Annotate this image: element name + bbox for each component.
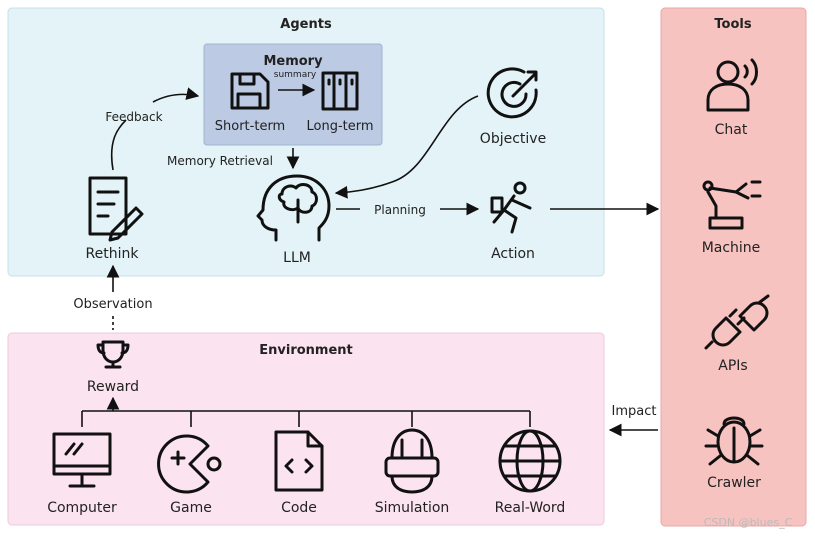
llm-label: LLM	[283, 250, 311, 266]
env-item-game: Game	[170, 500, 212, 516]
vr-headset-icon	[384, 428, 440, 494]
globe-icon	[498, 429, 562, 493]
speaking-person-icon	[706, 58, 758, 112]
tool-machine: Machine	[702, 240, 761, 256]
bug-icon	[704, 416, 764, 466]
tool-apis: APIs	[718, 358, 747, 374]
rethink-label: Rethink	[86, 246, 140, 262]
short-term-label: Short-term	[215, 119, 285, 134]
tools-title: Tools	[714, 17, 751, 32]
archive-shelf-icon	[321, 71, 359, 111]
robot-arm-icon	[702, 180, 762, 230]
trophy-icon	[96, 340, 130, 369]
env-item-code: Code	[281, 500, 317, 516]
reward-label: Reward	[87, 379, 139, 395]
pacman-icon	[157, 434, 222, 494]
environment-panel	[7, 332, 605, 526]
notepad-pencil-icon	[88, 176, 144, 242]
runner-icon	[490, 181, 532, 234]
tool-chat: Chat	[715, 122, 748, 138]
memory-summary-label: summary	[274, 70, 317, 80]
planning-label: Planning	[374, 203, 426, 217]
memory-box	[203, 43, 383, 146]
tool-crawler: Crawler	[707, 475, 761, 491]
memory-title: Memory	[263, 54, 323, 69]
environment-title: Environment	[259, 343, 353, 358]
watermark: CSDN @blues_C	[704, 516, 793, 529]
action-label: Action	[491, 246, 535, 262]
env-item-simulation: Simulation	[375, 500, 450, 516]
impact-label: Impact	[612, 404, 657, 419]
agents-title: Agents	[280, 17, 332, 32]
target-icon	[486, 67, 538, 119]
tools-panel	[660, 7, 807, 527]
long-term-label: Long-term	[306, 119, 373, 134]
feedback-label: Feedback	[105, 110, 162, 124]
plug-icon	[704, 294, 770, 350]
objective-label: Objective	[480, 131, 546, 147]
memory-retrieval-label: Memory Retrieval	[167, 154, 273, 168]
observation-label: Observation	[73, 297, 152, 312]
env-item-real-word: Real-Word	[495, 500, 566, 516]
code-file-icon	[274, 430, 324, 492]
env-item-computer: Computer	[47, 500, 117, 516]
floppy-disk-icon	[230, 72, 270, 110]
brain-head-icon	[256, 174, 331, 242]
computer-icon	[52, 432, 112, 488]
